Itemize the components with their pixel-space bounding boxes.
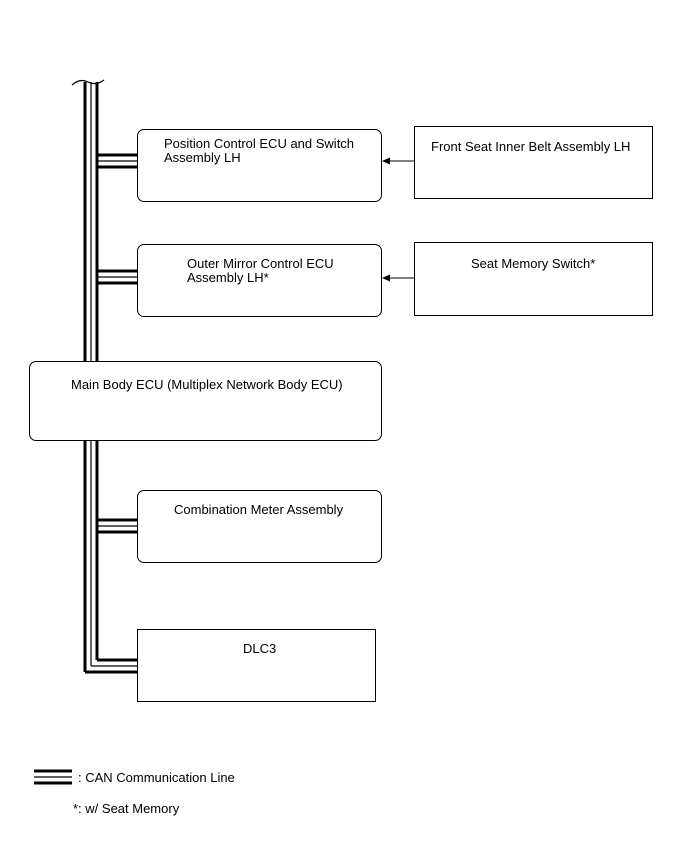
node-main-body-ecu xyxy=(29,361,382,441)
node-seat-memory-switch xyxy=(414,242,653,316)
node-dlc3 xyxy=(137,629,376,702)
node-outer-mirror-ecu xyxy=(137,244,382,317)
node-front-seat-inner-belt-label: Front Seat Inner Belt Assembly LH xyxy=(431,139,631,154)
node-combination-meter xyxy=(137,490,382,563)
node-position-control-ecu-label: Position Control ECU and Switch Assembly… xyxy=(164,136,355,165)
can-trunk xyxy=(71,79,105,672)
can-branch-position-control xyxy=(97,153,138,169)
can-branch-dlc3 xyxy=(85,658,138,674)
node-dlc3-label: DLC3 xyxy=(243,641,277,656)
node-seat-memory-switch-label: Seat Memory Switch* xyxy=(471,256,596,271)
legend-can-line-icon xyxy=(34,769,72,785)
node-front-seat-inner-belt xyxy=(414,126,653,199)
can-branch-combination-meter xyxy=(97,518,138,534)
legend-footnote: *: w/ Seat Memory xyxy=(73,801,180,816)
node-outer-mirror-ecu-label: Outer Mirror Control ECU Assembly LH* xyxy=(187,256,334,285)
node-main-body-ecu-label: Main Body ECU (Multiplex Network Body EC… xyxy=(71,377,343,392)
node-position-control-ecu xyxy=(137,129,382,202)
legend-can-line-text: : CAN Communication Line xyxy=(78,770,235,785)
can-branch-outer-mirror xyxy=(97,269,138,285)
node-combination-meter-label: Combination Meter Assembly xyxy=(174,502,344,517)
